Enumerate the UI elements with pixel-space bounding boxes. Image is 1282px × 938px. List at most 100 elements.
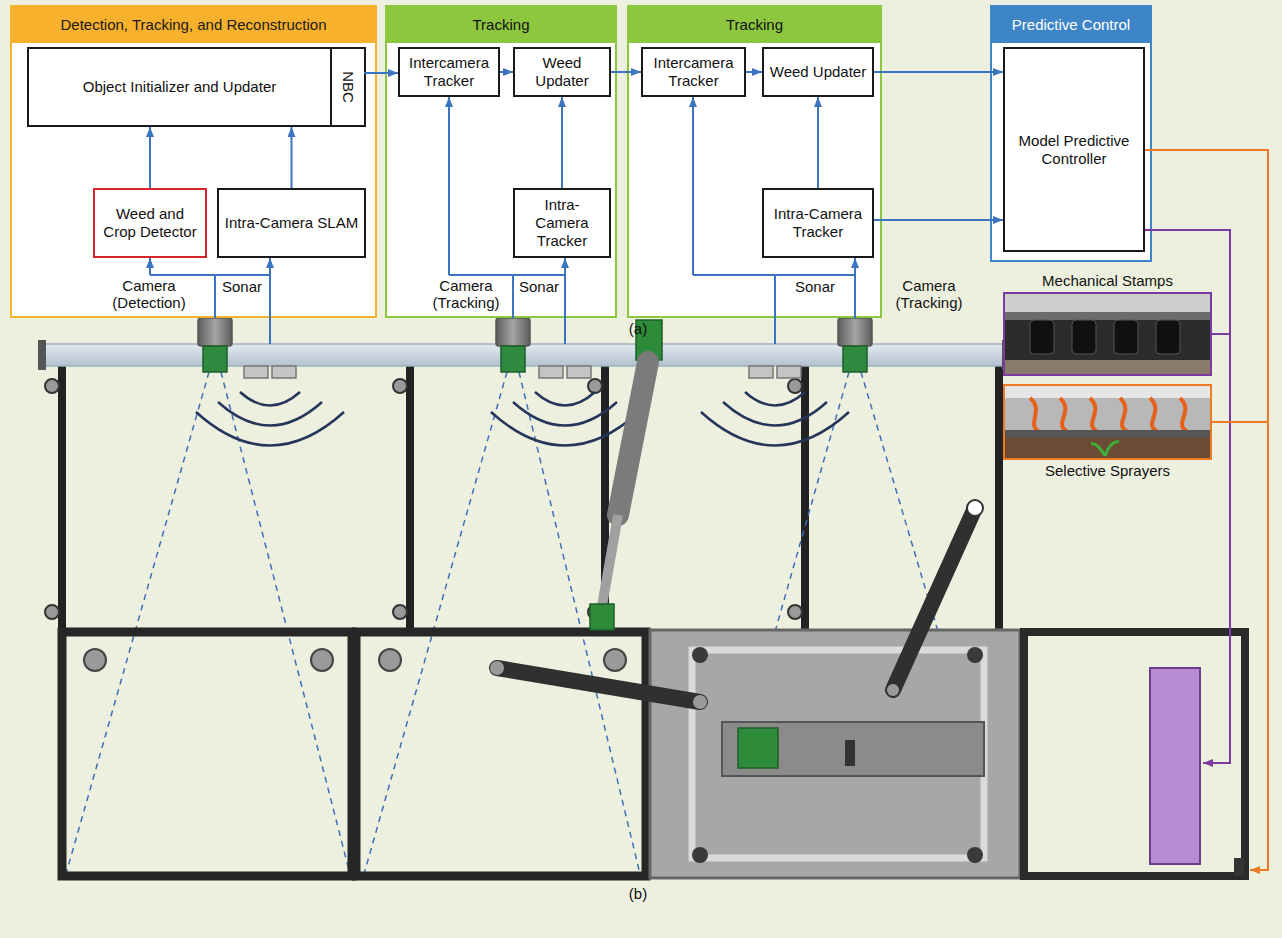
sensor-wire [448,97,450,275]
stage-panel: Predictive ControlModel Predictive Contr… [990,5,1152,262]
stamp-photo [1072,320,1096,354]
support-post [601,364,609,630]
sonar-wave [513,402,617,426]
camera-fov [706,372,849,874]
flow-arrow [1145,230,1230,334]
camera-fov [861,372,1010,874]
arm-pivot [967,500,983,516]
sensor-label: Camera (Tracking) [886,278,972,311]
hose-photo [1030,398,1040,432]
sensor-wire [512,275,514,318]
sonar-sensor [777,366,801,378]
caption-holder: Selective Sprayers [1005,462,1210,480]
sensor-wire [269,258,271,344]
arm-pivot [490,661,504,675]
support-post [58,364,1003,630]
process-box: Weed and Crop Detector [93,188,207,258]
process-box: Intercamera Tracker [398,47,500,97]
label-holder: Sonar [514,279,564,296]
frame-bolt [692,647,708,663]
box-label: Intercamera Tracker [404,54,494,90]
hydraulic-cylinder [618,362,648,515]
camera-rail [44,344,1004,366]
sensor-wire [692,97,694,275]
flow-arrow [1145,150,1268,422]
arm-pivot [693,695,707,709]
process-box: Intra-Camera SLAM [217,188,366,258]
label-holder: Camera (Detection) [103,278,195,311]
stage-panel: TrackingIntercamera Tracker Weed UpdaterI… [385,5,617,318]
sonar-wave [723,402,827,426]
sensor-wire [774,275,776,344]
sprayers-photo [1005,386,1210,458]
linkage-arm [893,508,975,690]
label-holder: Camera (Tracking) [423,278,509,311]
flow-arrow [561,97,563,188]
flow-arrow [149,127,151,188]
flow-arrow [364,72,398,74]
photo-caption: Mechanical Stamps [1042,272,1173,290]
post-clamp [393,605,407,619]
photo-panel: Selective Sprayers [1003,384,1212,460]
sonar-wave [491,412,639,446]
hose-photo [1090,398,1098,432]
camera-body [198,318,872,346]
process-box: Weed Updater [762,47,874,97]
flow-arrow [291,127,293,188]
frame-cell [62,632,646,876]
post-clamp [45,605,59,619]
panel-title: Tracking [473,16,530,34]
plant-photo [1091,442,1119,456]
box-label: Weed Updater [519,54,605,90]
frame-bolt [967,647,983,663]
camera-fov [519,372,640,874]
photo-soil [1005,360,1210,374]
label-holder: Sonar [217,279,267,296]
caption-holder: Mechanical Stamps [1005,272,1210,290]
sonar-wave [196,412,344,446]
sensor-wire [214,275,216,318]
stamp-photo [1030,320,1054,354]
frame-cell [62,632,352,876]
camera-fov [364,372,507,874]
figure-part-label: (a) [618,321,658,338]
support-post [801,364,809,630]
stage-panel: Detection, Tracking, and ReconstructionO… [10,5,377,318]
photo-caption: Selective Sprayers [1045,462,1170,480]
photo-ground [1005,294,1210,374]
photo-plate [1005,294,1210,312]
box-label: Intercamera Tracker [647,54,740,90]
sensor-wire [150,97,855,344]
actuator-frame [1024,632,1245,876]
flow-arrow [500,71,513,73]
panel-title: Tracking [726,16,783,34]
camera-body [838,318,872,346]
camera-lens [843,346,867,372]
box-label: Weed and Crop Detector [99,205,201,241]
box-label: Intra-Camera SLAM [225,214,358,232]
photo-soil [1005,438,1210,458]
sonar-sensor [244,366,801,378]
panel-title: Detection, Tracking, and Reconstruction [61,16,327,34]
stage-panel: TrackingIntercamera TrackerWeed UpdaterI… [627,5,882,318]
photo-panel: Mechanical Stamps [1003,292,1212,376]
linkage-arm [497,668,700,702]
sensor-wire [693,274,855,276]
process-box: Intra-Camera Tracker [513,188,611,258]
arm-pivot [887,684,899,696]
camera-body [198,318,232,346]
support-post [406,364,414,630]
process-box: Object Initializer and UpdaterNBC [27,47,366,127]
sensor-wire [150,274,270,276]
rail-end [38,340,46,370]
hose-photo [1180,398,1188,432]
photo-plate [1005,386,1210,398]
frame-bolt [692,647,983,863]
camera-fov [221,372,350,874]
support-post [995,364,1003,630]
sonar-wave [218,402,322,426]
sonar-sensor [749,366,773,378]
label-holder: Sonar [790,279,840,296]
cross-bar [722,722,984,776]
flow-arrow [874,219,1003,221]
